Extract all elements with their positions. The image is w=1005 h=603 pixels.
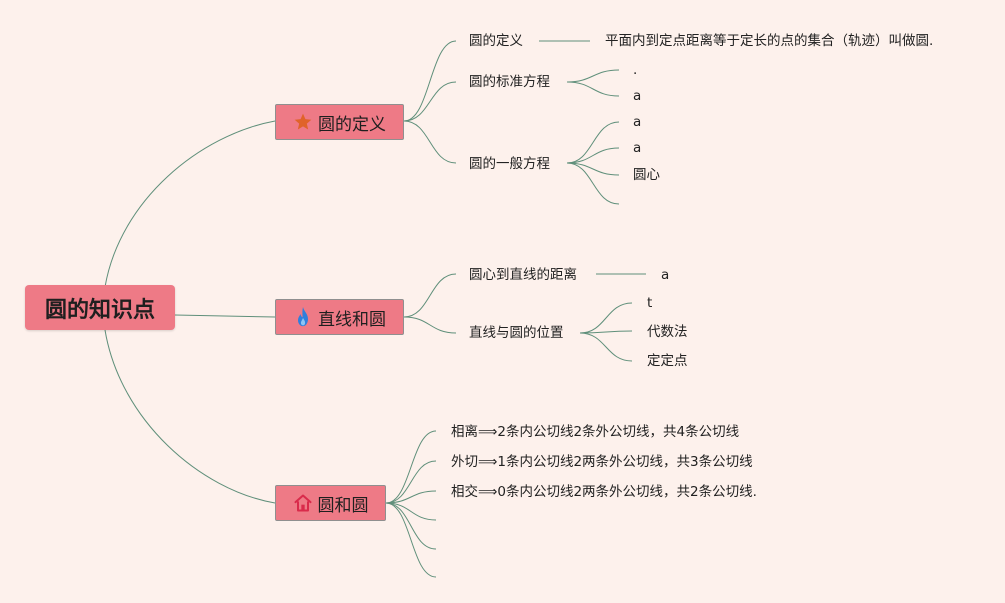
connector-line (174, 314, 276, 318)
tangent-case-external[interactable]: 外切⟹1条内公切线2两条外公切线，共3条公切线 (451, 454, 753, 470)
connector-line (385, 430, 437, 504)
general-equation-item[interactable]: a (633, 114, 642, 130)
connector-line (385, 460, 437, 504)
branch-line-and-circle[interactable]: 直线和圆 (275, 299, 404, 335)
connector-line (403, 40, 457, 122)
branch-label: 直线和圆 (318, 309, 386, 330)
topic-center-to-line-distance[interactable]: 圆心到直线的距离 (469, 267, 577, 283)
topic-circle-definition[interactable]: 圆的定义 (469, 33, 523, 49)
house-icon (293, 493, 313, 513)
branch-label: 圆和圆 (317, 495, 369, 516)
definition-text[interactable]: 平面内到定点距离等于定长的点的集合（轨迹）叫做圆. (605, 33, 934, 49)
branch-label: 圆的定义 (318, 114, 386, 135)
connector-line (566, 147, 620, 164)
connector-line (104, 120, 276, 288)
root-node[interactable]: 圆的知识点 (25, 285, 175, 330)
connector-line (579, 330, 633, 334)
connector-line (403, 120, 457, 164)
connector-line (579, 302, 633, 334)
position-item[interactable]: t (647, 295, 653, 311)
topic-line-circle-position[interactable]: 直线与圆的位置 (469, 325, 564, 341)
connector-line (403, 273, 457, 318)
connector-line (385, 502, 437, 578)
standard-equation-item[interactable]: . (633, 62, 638, 78)
connector-line (566, 81, 620, 97)
star-icon (293, 112, 313, 132)
position-item[interactable]: 定定点 (647, 353, 688, 369)
connector-line (566, 121, 620, 164)
topic-general-equation[interactable]: 圆的一般方程 (469, 156, 550, 172)
connector-line (104, 329, 276, 504)
connector-line (385, 502, 437, 521)
connector-line (385, 490, 437, 504)
connector-line (385, 502, 437, 550)
branch-circle-and-circle[interactable]: 圆和圆 (275, 485, 386, 521)
connector-line (566, 162, 620, 205)
connector-line (566, 69, 620, 83)
position-item[interactable]: 代数法 (647, 324, 688, 340)
flame-icon (293, 306, 313, 328)
connector-line (579, 332, 633, 362)
tangent-case-intersect[interactable]: 相交⟹0条内公切线2两条外公切线，共2条公切线. (451, 484, 757, 500)
connector-line (403, 81, 457, 122)
general-equation-item[interactable]: a (633, 140, 642, 156)
connector-line (403, 316, 457, 334)
tangent-case-separate[interactable]: 相离⟹2条内公切线2条外公切线，共4条公切线 (451, 424, 740, 440)
general-equation-item[interactable]: 圆心 (633, 167, 660, 183)
topic-standard-equation[interactable]: 圆的标准方程 (469, 74, 550, 90)
distance-item[interactable]: a (661, 267, 670, 283)
root-label: 圆的知识点 (44, 297, 155, 323)
branch-circle-definition[interactable]: 圆的定义 (275, 104, 404, 140)
standard-equation-item[interactable]: a (633, 88, 642, 104)
